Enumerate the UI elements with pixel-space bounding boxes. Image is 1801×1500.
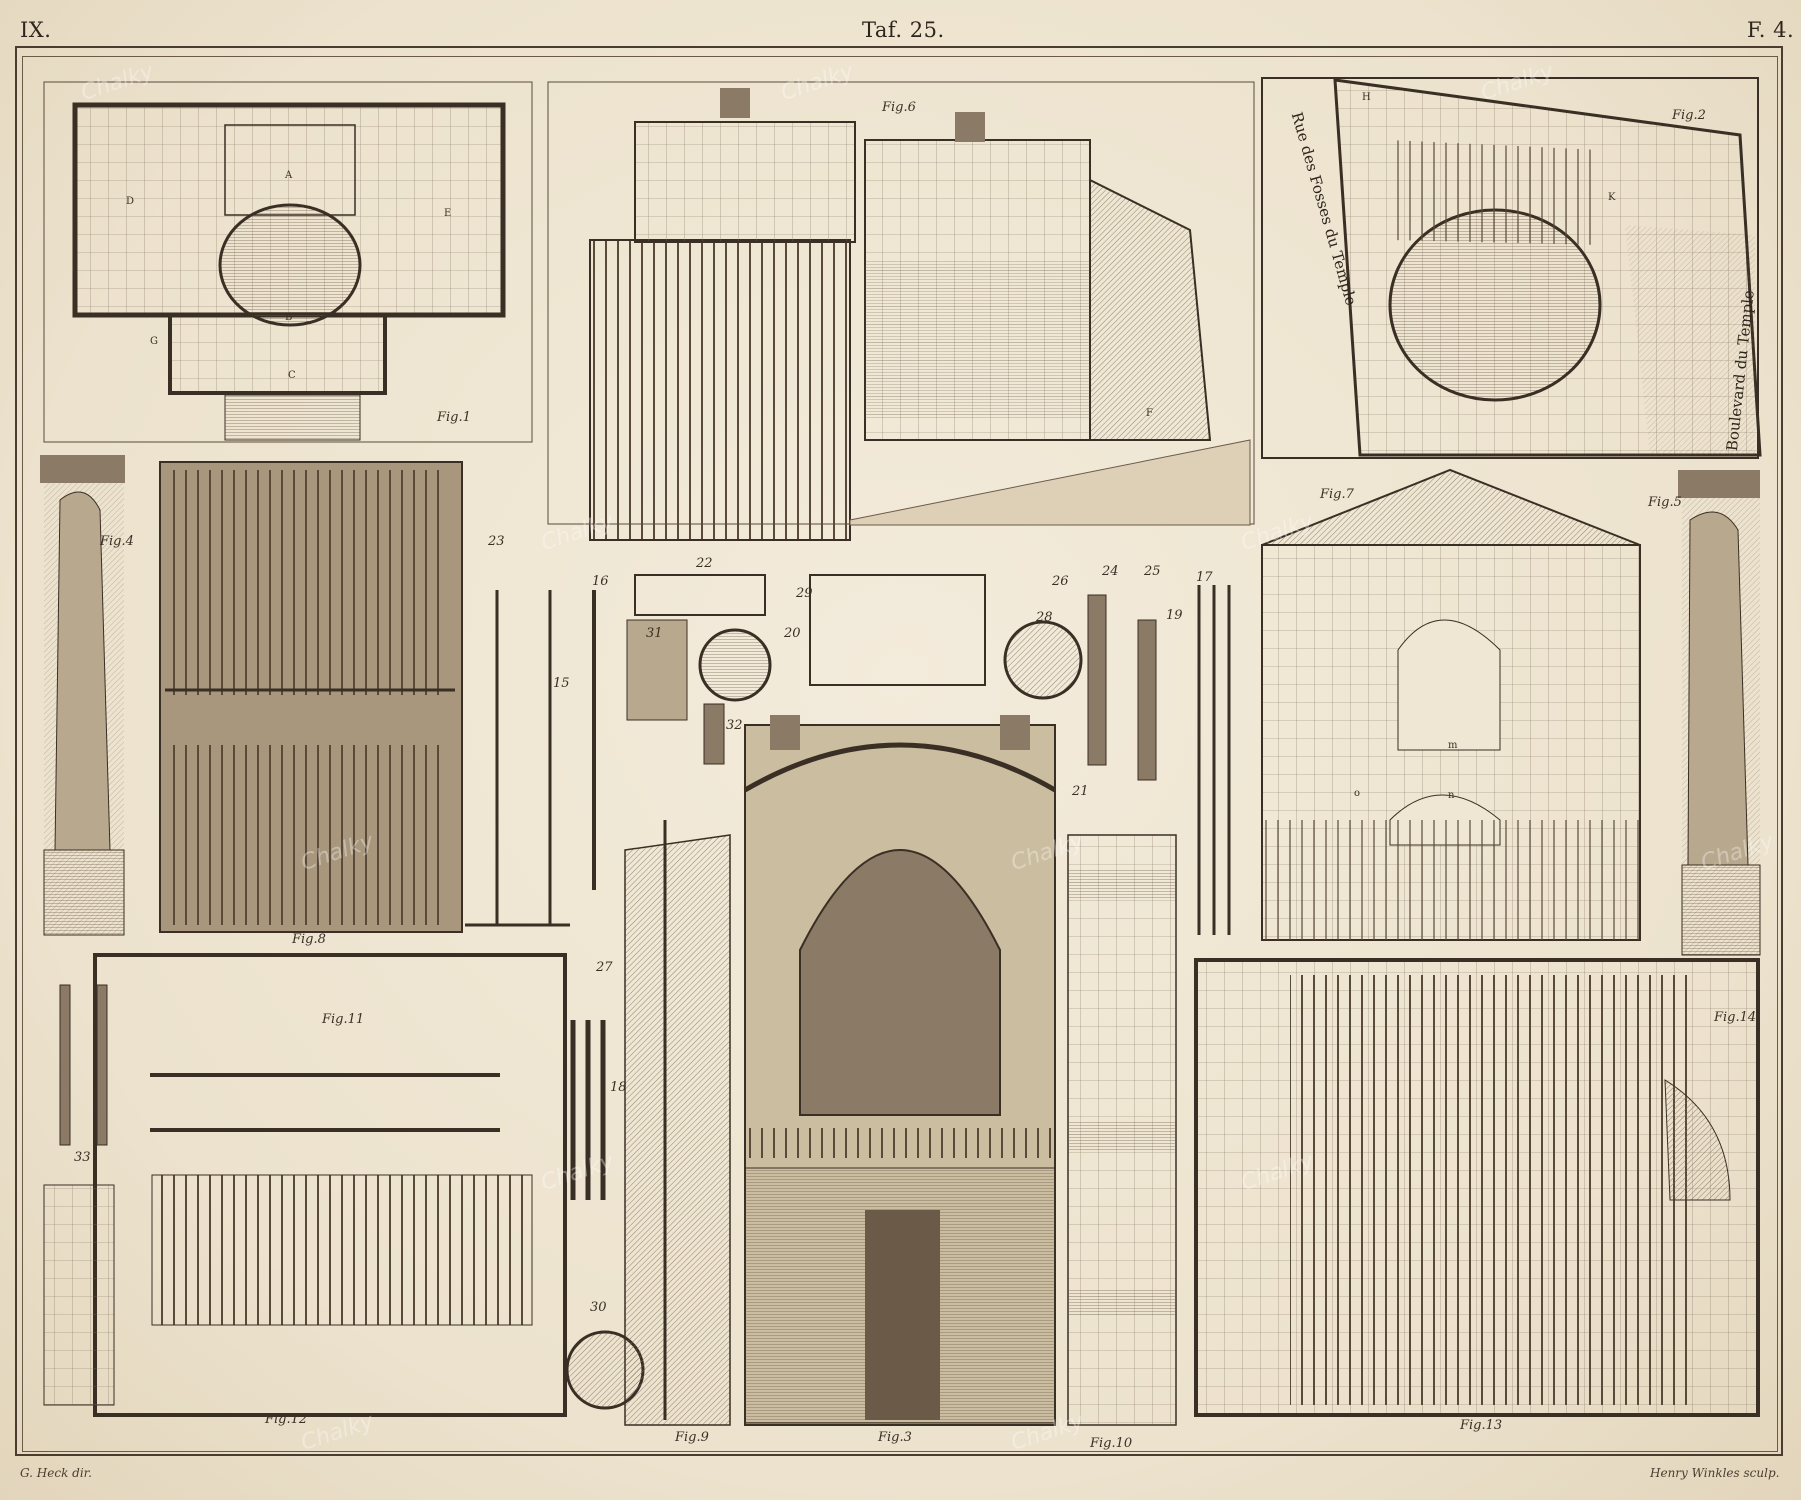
key-letter-G: G bbox=[150, 336, 158, 347]
item-22: 22 bbox=[696, 556, 713, 571]
key-letter-A: A bbox=[285, 170, 293, 181]
plate-title: Taf. 25. bbox=[862, 18, 945, 42]
fig8-stage-machinery bbox=[159, 461, 463, 933]
item-27: 27 bbox=[596, 960, 613, 975]
item-15: 15 bbox=[553, 676, 570, 691]
fig5-caption: Fig.5 bbox=[1648, 495, 1682, 510]
fig11-caption: Fig.11 bbox=[322, 1012, 365, 1027]
fig7-caption: Fig.7 bbox=[1320, 487, 1354, 502]
item-21: 21 bbox=[1072, 784, 1089, 799]
fig4-caption: Fig.4 bbox=[100, 534, 134, 549]
item-16: 16 bbox=[592, 574, 609, 589]
item-33: 33 bbox=[74, 1150, 91, 1165]
fig5-caryatid bbox=[1678, 470, 1761, 956]
fig2-site-plan bbox=[1261, 77, 1762, 459]
fig13-caption: Fig.13 bbox=[1460, 1418, 1503, 1433]
inner-border bbox=[22, 56, 1778, 1452]
fig1-caption: Fig.1 bbox=[437, 410, 471, 425]
item-17: 17 bbox=[1196, 570, 1213, 585]
fig6-longitudinal-section bbox=[547, 81, 1255, 541]
item-31: 31 bbox=[646, 626, 663, 641]
fig3-caption: Fig.3 bbox=[878, 1430, 912, 1445]
item-18: 18 bbox=[610, 1080, 627, 1095]
fig8-caption: Fig.8 bbox=[292, 932, 326, 947]
key-letter-B: B bbox=[285, 312, 293, 323]
fig4-caryatid bbox=[40, 455, 125, 936]
fig10-caption: Fig.10 bbox=[1090, 1436, 1133, 1451]
fig13-fig14-stage-floor bbox=[1194, 958, 1760, 1417]
key-letter-D: D bbox=[126, 196, 135, 207]
item-24: 24 bbox=[1102, 564, 1119, 579]
item-19: 19 bbox=[1166, 608, 1183, 623]
fig10-box-tiers bbox=[1067, 834, 1177, 1426]
item-29: 29 bbox=[796, 586, 813, 601]
engraver-credit-right: Henry Winkles sculp. bbox=[1650, 1466, 1780, 1480]
plate-section-number: IX. bbox=[20, 18, 52, 42]
fig12-caption: Fig.12 bbox=[265, 1412, 308, 1427]
small-machinery-figures bbox=[59, 574, 1231, 1410]
key-letter-m: m bbox=[1448, 740, 1458, 751]
fig3-proscenium-portal bbox=[743, 715, 1057, 1426]
key-letter-K: K bbox=[1608, 192, 1616, 203]
outer-border bbox=[15, 46, 1783, 1456]
item-30: 30 bbox=[590, 1300, 607, 1315]
fig9-staircase-section bbox=[624, 820, 731, 1426]
fig1-floor-plan bbox=[43, 81, 533, 443]
key-letter-C: C bbox=[288, 370, 296, 381]
item-26: 26 bbox=[1052, 574, 1069, 589]
key-letter-F: F bbox=[1146, 408, 1153, 419]
key-letter-E: E bbox=[444, 208, 452, 219]
key-letter-H: H bbox=[1362, 92, 1371, 103]
item-20: 20 bbox=[784, 626, 801, 641]
key-letter-n: n bbox=[1448, 790, 1455, 801]
key-letter-o: o bbox=[1354, 788, 1361, 799]
fig9-caption: Fig.9 bbox=[675, 1430, 709, 1445]
item-28: 28 bbox=[1036, 610, 1053, 625]
fig2-caption: Fig.2 bbox=[1672, 108, 1706, 123]
fig6-caption: Fig.6 bbox=[882, 100, 916, 115]
item-32: 32 bbox=[726, 718, 743, 733]
plate-figure-ref: F. 4. bbox=[1747, 18, 1795, 42]
fig14-caption: Fig.14 bbox=[1714, 1010, 1757, 1025]
fig7-transverse-section bbox=[1261, 468, 1641, 941]
fig11-fig12-plans bbox=[43, 953, 567, 1417]
engraver-credit-left: G. Heck dir. bbox=[20, 1466, 92, 1480]
item-23: 23 bbox=[488, 534, 505, 549]
item-25: 25 bbox=[1144, 564, 1161, 579]
